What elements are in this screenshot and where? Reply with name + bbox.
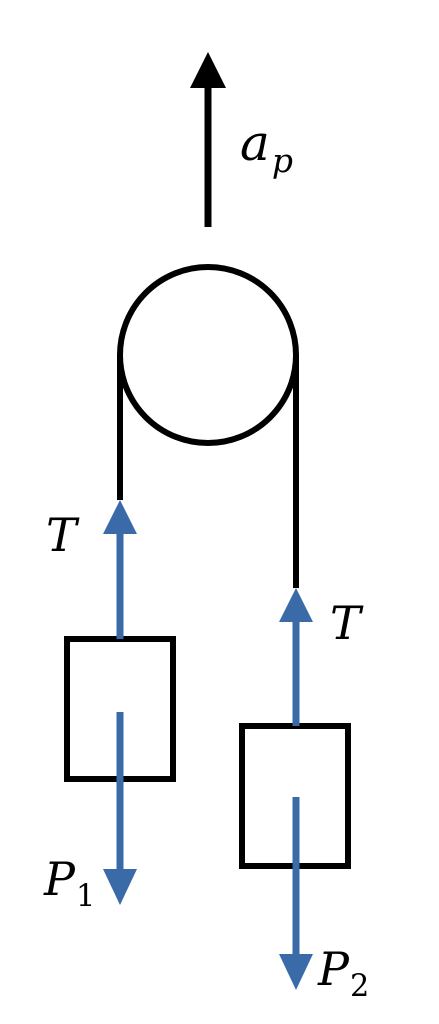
label-weight-left-sub: 1 bbox=[75, 878, 96, 914]
weight-right-head bbox=[279, 954, 313, 990]
label-weight-right: P2 bbox=[318, 946, 369, 1001]
label-acceleration-sub: p bbox=[271, 140, 293, 180]
label-weight-left-main: P bbox=[44, 852, 75, 906]
tension-arrow-right bbox=[279, 588, 313, 726]
label-tension-left: T bbox=[46, 512, 77, 558]
weight-arrow-right bbox=[279, 797, 313, 990]
acceleration-arrow-head bbox=[190, 52, 226, 88]
label-weight-left: P1 bbox=[44, 856, 95, 911]
pulley-wheel bbox=[117, 264, 299, 446]
label-acceleration: ap bbox=[240, 118, 293, 177]
pulley-acceleration-arrow bbox=[190, 52, 226, 227]
weight-arrow-left bbox=[103, 712, 137, 905]
label-tension-right: T bbox=[330, 600, 361, 646]
tension-arrow-left bbox=[103, 500, 137, 639]
label-weight-right-main: P bbox=[318, 942, 349, 996]
weight-left-head bbox=[103, 869, 137, 905]
label-tension-left-text: T bbox=[46, 508, 77, 562]
label-tension-right-text: T bbox=[330, 596, 361, 650]
tension-left-head bbox=[103, 500, 137, 534]
label-weight-right-sub: 2 bbox=[349, 968, 370, 1004]
label-acceleration-main: a bbox=[240, 114, 270, 172]
tension-right-head bbox=[279, 588, 313, 622]
